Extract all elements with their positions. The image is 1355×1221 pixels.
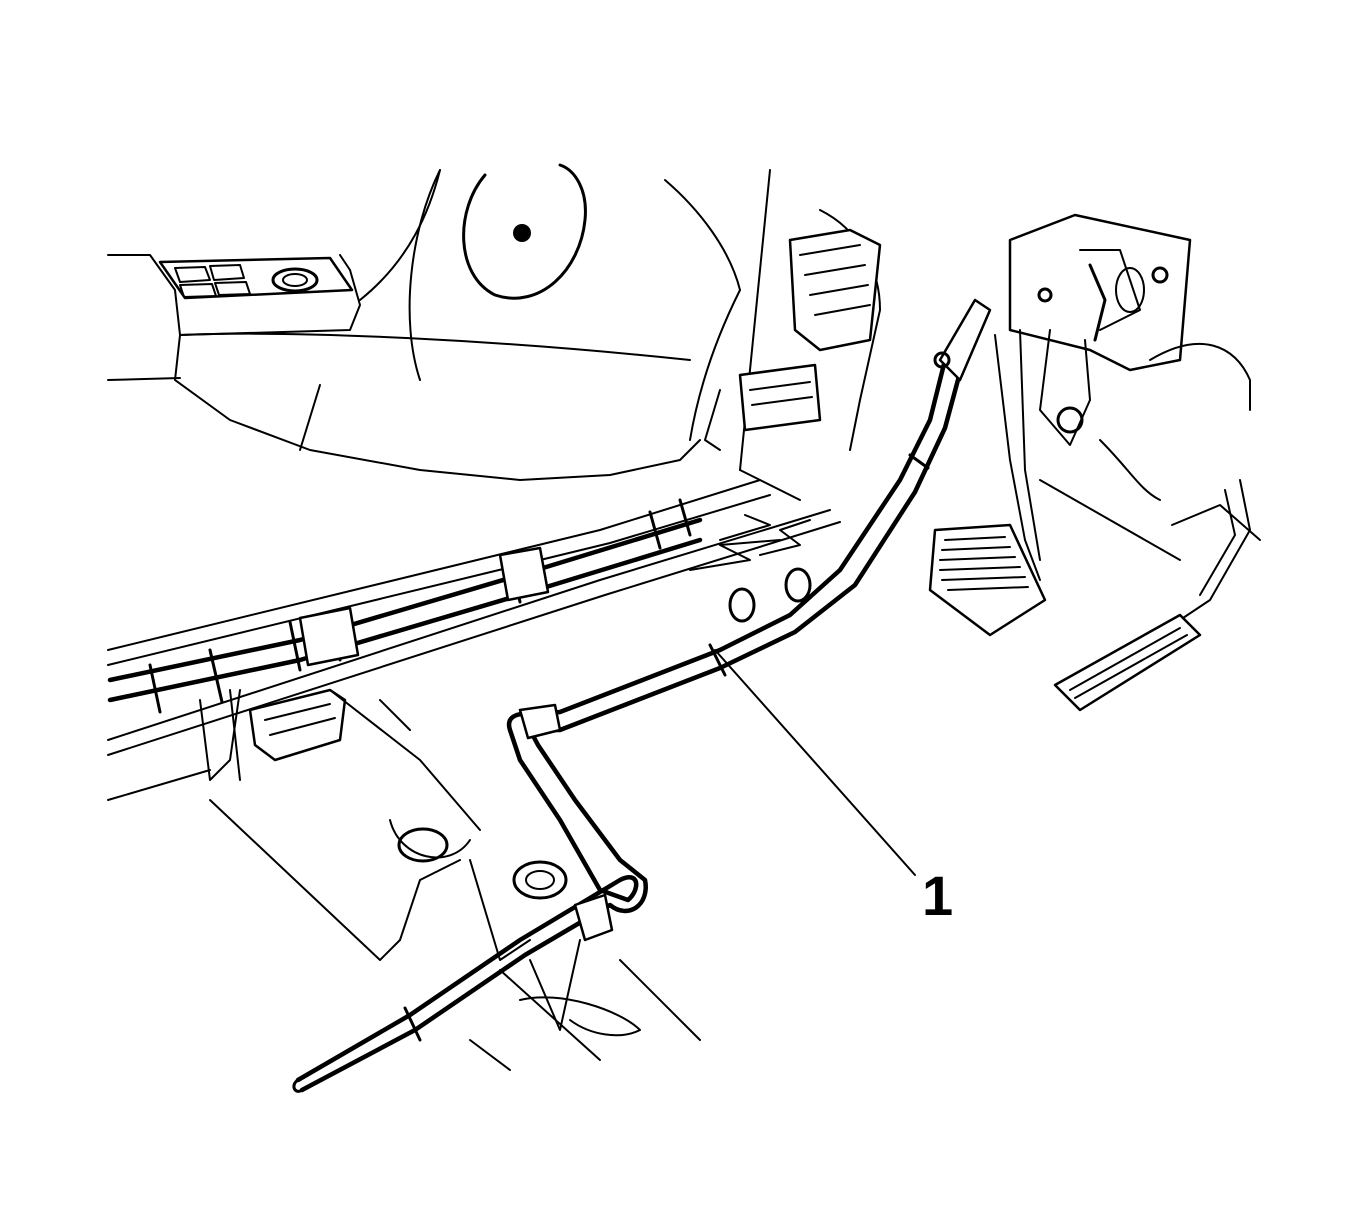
connector-block bbox=[704, 228, 882, 451]
speaker-grille bbox=[462, 163, 587, 300]
callout-1-leader bbox=[714, 649, 916, 876]
sill-harness-conduit bbox=[107, 498, 703, 714]
brake-pedal bbox=[928, 329, 1047, 637]
callout-1: 1 bbox=[714, 649, 953, 927]
sill-plate bbox=[107, 479, 841, 801]
window-switch-cluster bbox=[158, 256, 354, 300]
floor-harness bbox=[292, 298, 992, 1093]
floor-contours bbox=[469, 959, 701, 1071]
seat-riser-bracket bbox=[199, 688, 481, 961]
accelerator-pedal bbox=[1053, 479, 1261, 712]
door-trim-panel bbox=[107, 169, 701, 481]
direction-arrows bbox=[469, 514, 811, 1031]
pedal-bracket bbox=[1008, 213, 1192, 446]
dash-contours bbox=[1039, 343, 1251, 561]
callout-1-label: 1 bbox=[922, 864, 953, 927]
